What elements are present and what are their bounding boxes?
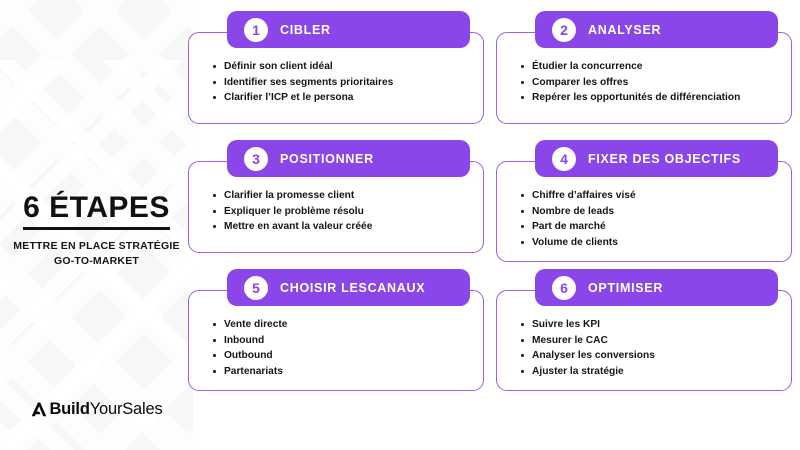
step-card-slot-5: 5 CHOISIR LESCANAUX Vente directe Inboun… <box>188 269 484 391</box>
step-card-bullets-1: Définir son client idéal Identifier ses … <box>213 59 473 106</box>
step-card-4[interactable]: 4 FIXER DES OBJECTIFS Chiffre d’affaires… <box>496 140 792 262</box>
step-card-1[interactable]: 1 CIBLER Définir son client idéal Identi… <box>188 11 484 124</box>
page-subtitle: METTRE EN PLACE STRATÉGIE GO-TO-MARKET <box>0 239 193 269</box>
list-item: Identifier ses segments prioritaires <box>213 75 473 91</box>
step-card-5[interactable]: 5 CHOISIR LESCANAUX Vente directe Inboun… <box>188 269 484 391</box>
list-item: Expliquer le problème résolu <box>213 204 473 220</box>
page-subtitle-line-2: GO-TO-MARKET <box>53 254 140 267</box>
list-item: Mesurer le CAC <box>521 333 781 349</box>
headline-block: 6 ÉTAPES METTRE EN PLACE STRATÉGIE GO-TO… <box>0 192 193 269</box>
step-card-3[interactable]: 3 POSITIONNER Clarifier la promesse clie… <box>188 140 484 253</box>
list-item: Mettre en avant la valeur créée <box>213 219 473 235</box>
step-number-badge-2: 2 <box>552 17 576 42</box>
list-item: Clarifier la promesse client <box>213 188 473 204</box>
left-panel: 6 ÉTAPES METTRE EN PLACE STRATÉGIE GO-TO… <box>0 0 193 450</box>
brand-logo-word-1: Build <box>49 400 90 418</box>
step-card-title-3: POSITIONNER <box>280 151 374 166</box>
page-title: 6 ÉTAPES <box>23 192 170 230</box>
step-card-bullets-5: Vente directe Inbound Outbound Partenari… <box>213 317 473 379</box>
list-item: Partenariats <box>213 364 473 380</box>
brand-logo-text: BuildYourSales <box>49 400 162 419</box>
list-item: Définir son client idéal <box>213 59 473 75</box>
list-item: Ajuster la stratégie <box>521 364 781 380</box>
step-number-badge-3: 3 <box>244 146 268 171</box>
step-card-bullets-2: Étudier la concurrence Comparer les offr… <box>521 59 781 106</box>
step-card-bullets-6: Suivre les KPI Mesurer le CAC Analyser l… <box>521 317 781 379</box>
list-item: Analyser les conversions <box>521 348 781 364</box>
step-card-header-6: 6 OPTIMISER <box>535 269 778 306</box>
page-subtitle-line-1: METTRE EN PLACE STRATÉGIE <box>13 239 180 252</box>
step-card-header-1: 1 CIBLER <box>227 11 470 48</box>
list-item: Outbound <box>213 348 473 364</box>
chevron-background-pattern-overlay <box>0 60 193 450</box>
brand-logo: BuildYourSales <box>0 400 193 419</box>
lambda-peak-icon <box>32 402 47 417</box>
list-item: Clarifier l’ICP et le persona <box>213 90 473 106</box>
step-card-2[interactable]: 2 ANALYSER Étudier la concurrence Compar… <box>496 11 792 124</box>
list-item: Part de marché <box>521 219 781 235</box>
list-item: Chiffre d’affaires visé <box>521 188 781 204</box>
list-item: Comparer les offres <box>521 75 781 91</box>
step-card-title-2: ANALYSER <box>588 22 662 37</box>
step-card-slot-3: 3 POSITIONNER Clarifier la promesse clie… <box>188 140 484 253</box>
step-card-bullets-3: Clarifier la promesse client Expliquer l… <box>213 188 473 235</box>
step-card-header-2: 2 ANALYSER <box>535 11 778 48</box>
step-card-slot-2: 2 ANALYSER Étudier la concurrence Compar… <box>496 11 792 124</box>
step-card-bullets-4: Chiffre d’affaires visé Nombre de leads … <box>521 188 781 250</box>
step-number-badge-4: 4 <box>552 146 576 171</box>
list-item: Nombre de leads <box>521 204 781 220</box>
step-card-header-5: 5 CHOISIR LESCANAUX <box>227 269 470 306</box>
list-item: Repérer les opportunités de différenciat… <box>521 90 781 106</box>
step-card-title-1: CIBLER <box>280 22 331 37</box>
step-card-title-4: FIXER DES OBJECTIFS <box>588 151 741 166</box>
brand-logo-word-2: YourSales <box>89 400 163 418</box>
steps-grid: 1 CIBLER Définir son client idéal Identi… <box>188 11 792 424</box>
step-card-title-5: CHOISIR LESCANAUX <box>280 280 426 295</box>
step-card-title-6: OPTIMISER <box>588 280 664 295</box>
step-card-slot-1: 1 CIBLER Définir son client idéal Identi… <box>188 11 484 124</box>
step-card-header-3: 3 POSITIONNER <box>227 140 470 177</box>
list-item: Suivre les KPI <box>521 317 781 333</box>
list-item: Volume de clients <box>521 235 781 251</box>
step-card-6[interactable]: 6 OPTIMISER Suivre les KPI Mesurer le CA… <box>496 269 792 391</box>
step-number-badge-6: 6 <box>552 275 576 300</box>
step-number-badge-5: 5 <box>244 275 268 300</box>
step-card-slot-4: 4 FIXER DES OBJECTIFS Chiffre d’affaires… <box>496 140 792 262</box>
list-item: Étudier la concurrence <box>521 59 781 75</box>
step-card-slot-6: 6 OPTIMISER Suivre les KPI Mesurer le CA… <box>496 269 792 391</box>
left-panel-content: 6 ÉTAPES METTRE EN PLACE STRATÉGIE GO-TO… <box>0 0 193 450</box>
list-item: Inbound <box>213 333 473 349</box>
step-number-badge-1: 1 <box>244 17 268 42</box>
list-item: Vente directe <box>213 317 473 333</box>
step-card-header-4: 4 FIXER DES OBJECTIFS <box>535 140 778 177</box>
